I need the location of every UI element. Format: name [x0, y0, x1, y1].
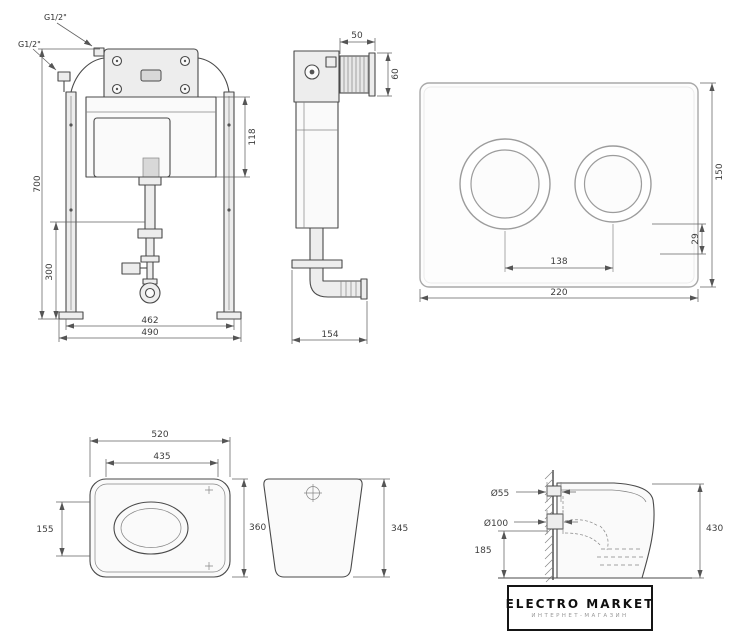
mounting-bracket — [93, 47, 199, 102]
dim-155-label: 155 — [36, 525, 53, 535]
logo-title: ELECTRO MARKET — [505, 597, 655, 611]
toilet-front-outline — [263, 478, 363, 578]
view-cistern-side: 50 60 154 — [291, 31, 401, 344]
dim-inner-width: 462 — [65, 316, 235, 330]
dim-520-label: 520 — [151, 430, 168, 440]
flush-pipe-assembly — [121, 176, 163, 304]
dim-220-label: 220 — [550, 288, 567, 298]
dim-700-label: 700 — [33, 175, 43, 192]
dim-seat-depth-435: 435 — [105, 452, 219, 477]
view-toilet-front: 345 — [263, 478, 408, 578]
frame — [58, 57, 242, 320]
dim-valve-height: 300 — [45, 221, 145, 319]
dim-top-height: 60 — [377, 52, 401, 97]
dim-345-label: 345 — [391, 524, 408, 534]
bowl-opening — [113, 501, 189, 555]
dim-29-label: 29 — [691, 233, 701, 245]
dim-outlet-height: 185 — [474, 530, 548, 578]
dim-d55-label: Ø55 — [491, 488, 510, 499]
dim-button-offset: 29 — [652, 223, 706, 255]
inlet-side-label: G1/2" — [18, 40, 41, 49]
electro-market-logo: ELECTRO MARKET ИНТЕРНЕТ-МАГАЗИН — [505, 585, 655, 631]
dim-outer-width: 490 — [58, 319, 242, 342]
dim-front-width-155: 155 — [36, 501, 90, 557]
dim-50-label: 50 — [351, 31, 363, 41]
dim-total-height-430: 430 — [652, 483, 723, 579]
dim-360-label: 360 — [249, 523, 266, 533]
flush-plate — [419, 82, 699, 288]
cistern-tank — [57, 71, 217, 178]
dim-plate-height: 150 — [700, 82, 725, 288]
view-toilet-side: Ø55 Ø100 185 430 — [474, 470, 723, 583]
dim-435-label: 435 — [153, 452, 170, 462]
dim-60-label: 60 — [391, 68, 401, 80]
dim-plate-width: 220 — [419, 288, 699, 302]
dim-430-label: 430 — [706, 524, 723, 534]
dim-154-label: 154 — [321, 330, 338, 340]
view-cistern-front: G1/2" G1/2" 700 300 118 462 — [18, 13, 258, 342]
dim-total-height: 700 — [33, 48, 100, 320]
dim-outlet-diameter: Ø100 — [484, 510, 578, 534]
view-flush-plate: 138 220 150 29 — [419, 82, 725, 302]
dim-462-label: 462 — [141, 316, 158, 326]
inlet-pipe — [546, 485, 562, 497]
dim-width-360: 360 — [232, 478, 266, 578]
logo-subtitle: ИНТЕРНЕТ-МАГАЗИН — [531, 613, 629, 619]
cistern-side-body — [291, 50, 376, 300]
dim-button-spacing: 138 — [504, 224, 614, 272]
dim-height-345: 345 — [353, 478, 408, 578]
dim-d100-label: Ø100 — [484, 518, 509, 529]
outlet-elbow-side — [309, 267, 363, 298]
dim-150-label: 150 — [715, 163, 725, 180]
dim-top-width: 50 — [339, 31, 376, 54]
dim-depth: 154 — [291, 270, 368, 344]
toilet-side-outline — [556, 482, 655, 579]
dim-inlet-diameter: Ø55 — [491, 482, 576, 502]
dim-depth-520: 520 — [89, 430, 231, 477]
water-level-lines — [597, 548, 644, 566]
dim-490-label: 490 — [141, 328, 158, 338]
dim-tank-side: 118 — [216, 96, 258, 178]
dim-185-label: 185 — [474, 546, 491, 556]
dim-138-label: 138 — [550, 257, 567, 267]
inlet-top-label: G1/2" — [44, 13, 67, 22]
dim-118-label: 118 — [248, 128, 258, 145]
hidden-trapway — [562, 496, 644, 566]
view-toilet-top: 520 435 155 360 — [36, 430, 266, 578]
outlet-pipe — [546, 513, 564, 530]
ribbed-connector — [339, 55, 371, 94]
dim-300-label: 300 — [45, 263, 55, 280]
inlet-callouts: G1/2" G1/2" — [18, 13, 93, 71]
